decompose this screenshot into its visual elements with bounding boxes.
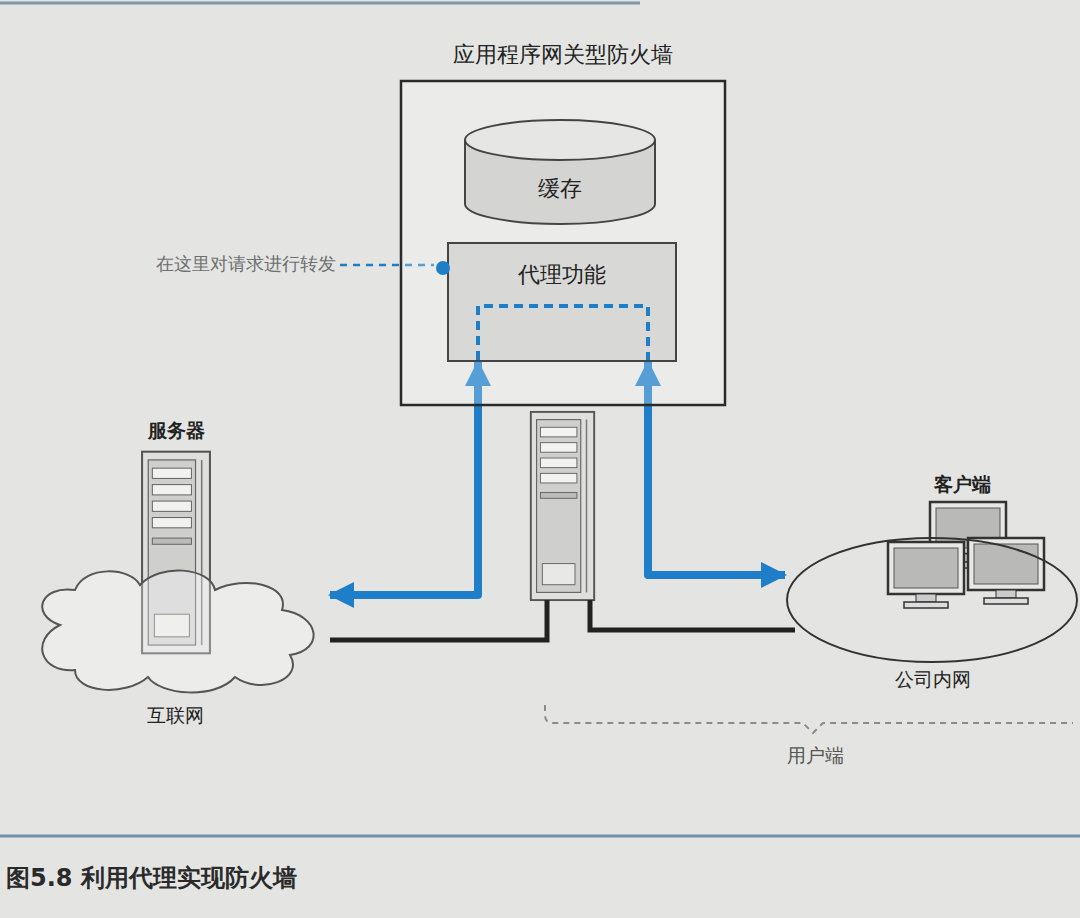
figure-caption: 图5.8 利用代理实现防火墙 bbox=[6, 862, 297, 894]
firewall-box: 应用程序网关型防火墙缓存代理功能 bbox=[400, 80, 726, 406]
cache-cylinder-outline bbox=[463, 118, 657, 226]
node-text: 应用程序网关型防火墙 bbox=[453, 42, 673, 67]
node-text: 代理功能 bbox=[518, 262, 606, 287]
server-label: 服务器 bbox=[148, 418, 205, 444]
node-text: 互联网 bbox=[147, 704, 204, 726]
proxy-box-outline bbox=[447, 242, 677, 362]
internet-cloud: 互联网 bbox=[20, 555, 330, 735]
callout-note: 在这里对请求进行转发 bbox=[156, 252, 336, 276]
cache-cylinder: 缓存 bbox=[463, 118, 657, 226]
intranet-ellipse: 公司内网 bbox=[785, 535, 1080, 705]
node-text: 公司内网 bbox=[895, 668, 971, 690]
client-label: 客户端 bbox=[934, 472, 991, 498]
node-text: 缓存 bbox=[538, 176, 582, 201]
proxy-box: 代理功能 bbox=[447, 242, 677, 362]
user-side-label: 用户端 bbox=[787, 743, 844, 769]
